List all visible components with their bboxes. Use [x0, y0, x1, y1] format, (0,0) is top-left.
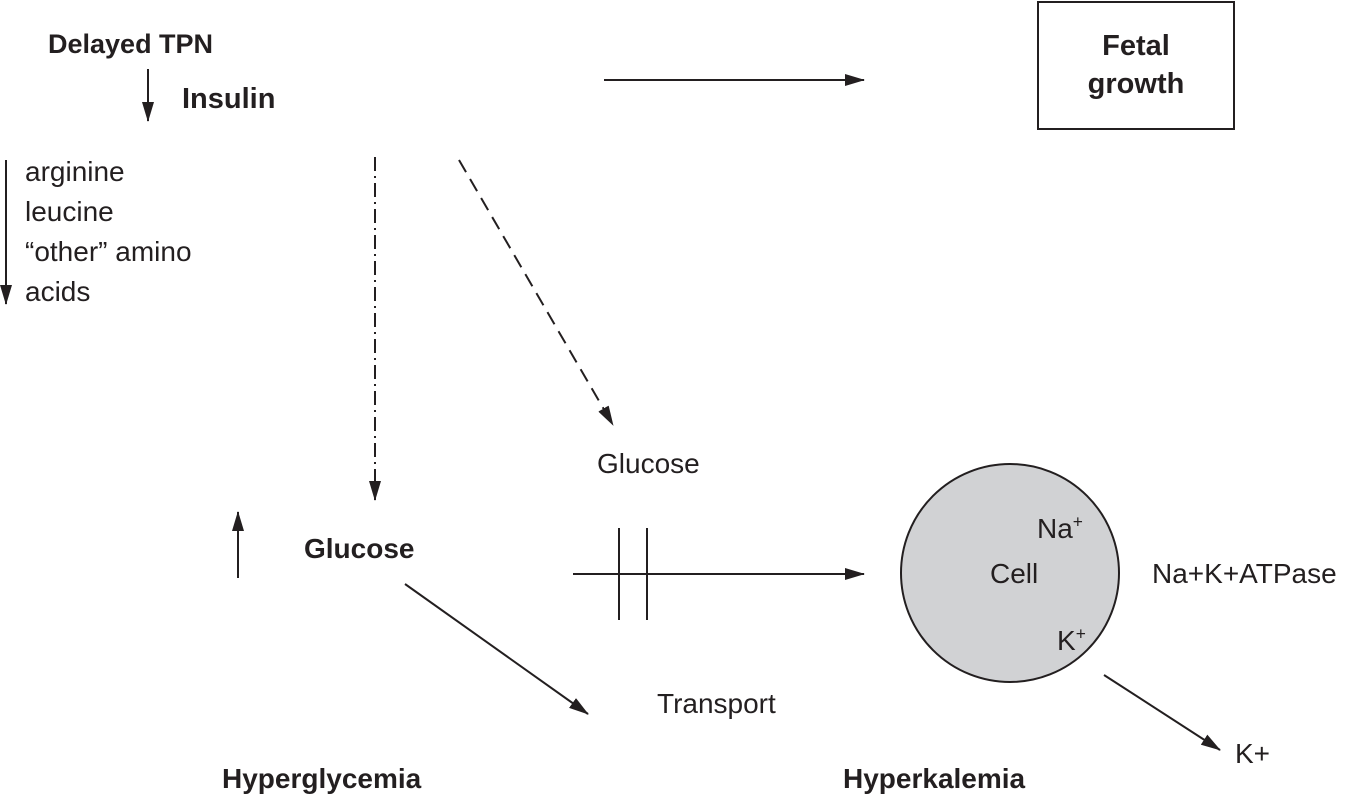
arrow-cell-to-k — [1103, 674, 1221, 751]
label-insulin: Insulin — [182, 83, 276, 115]
amino-acid-item: “other” amino — [25, 236, 192, 267]
label-k-out: K+ — [1235, 738, 1271, 769]
label-cell: Cell — [990, 558, 1039, 589]
amino-acid-item: acids — [25, 276, 91, 307]
fetal-growth-box: Fetal growth — [1037, 1, 1235, 130]
label-pump: Na+K+ATPase — [1152, 558, 1337, 589]
label-glucose-plain: Glucose — [597, 448, 700, 479]
label-k-ion: K+ — [1057, 623, 1086, 656]
na-symbol: Na — [1037, 513, 1073, 544]
amino-acid-item: arginine — [25, 156, 125, 187]
amino-acid-item: leucine — [25, 196, 114, 227]
k-symbol: K — [1057, 625, 1076, 656]
label-na-ion: Na+ — [1037, 511, 1083, 544]
cell-circle — [900, 463, 1120, 683]
label-glucose-bold: Glucose — [304, 533, 415, 564]
arrow-glucose-to-transport — [404, 583, 589, 715]
label-hyperglycemia: Hyperglycemia — [222, 763, 422, 794]
k-charge: + — [1075, 623, 1086, 644]
arrow-dashed-to-glucose — [458, 159, 614, 426]
na-charge: + — [1072, 511, 1083, 532]
fetal-growth-label: Fetal growth — [1039, 27, 1233, 103]
label-hyperkalemia: Hyperkalemia — [843, 763, 1026, 794]
label-delayed-tpn: Delayed TPN — [48, 29, 214, 59]
fetal-growth-line1: Fetal — [1102, 30, 1170, 62]
amino-acids-list: arginine leucine “other” amino acids — [25, 152, 192, 312]
label-transport: Transport — [657, 688, 776, 719]
fetal-growth-line2: growth — [1087, 68, 1185, 100]
